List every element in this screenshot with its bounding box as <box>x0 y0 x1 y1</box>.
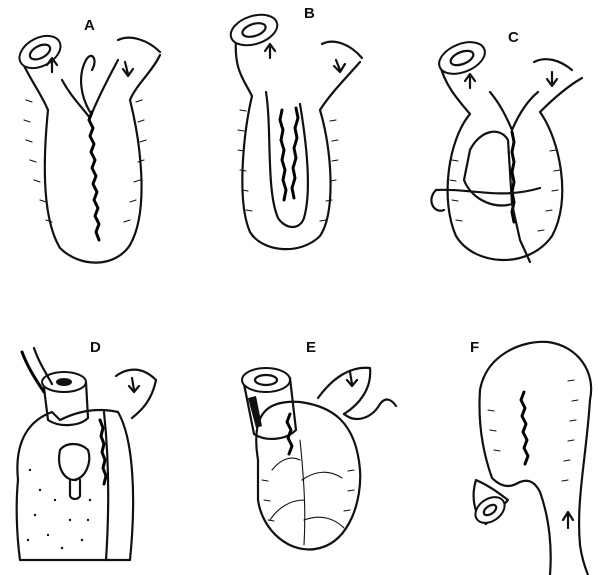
arrow-icon <box>347 372 357 386</box>
valve-nipple-tip <box>70 480 80 499</box>
panel-label-c: C <box>508 29 519 46</box>
distal-limb-top <box>534 59 572 70</box>
suture-needle-icon <box>431 190 444 211</box>
suture-line-icon <box>292 108 298 198</box>
completed-pouch-outline <box>480 342 591 575</box>
valve-nipple <box>59 444 89 480</box>
bowel-limb-outline <box>318 368 370 414</box>
panel-label-e: E <box>306 339 316 356</box>
serosa-hatching <box>488 380 578 481</box>
reservoir-pouch-outline <box>17 410 133 560</box>
bowel-loop-outline <box>440 64 582 260</box>
suture-line-icon <box>89 112 99 240</box>
drain-tube <box>22 352 44 392</box>
lumen-left-icon <box>242 368 290 392</box>
serosa-hatching <box>24 100 146 222</box>
completed-pouch-inner <box>480 390 551 575</box>
suture-thread <box>512 204 530 262</box>
arrow-icon <box>547 72 557 86</box>
distal-limb-top <box>322 42 362 58</box>
arrow-icon <box>265 44 275 58</box>
lumen-left-inner <box>56 378 72 386</box>
pouch-vessels <box>270 440 344 545</box>
suture-thread <box>436 188 540 193</box>
serosa-hatching <box>238 110 338 221</box>
arrow-icon <box>129 378 139 392</box>
bowel-limb-outline <box>116 370 156 418</box>
panel-c: C <box>431 29 582 262</box>
suture-line-icon <box>521 392 528 464</box>
bowel-loop-outline <box>21 52 160 263</box>
suture-needle-icon <box>81 56 94 112</box>
panel-label-a: A <box>84 17 95 34</box>
suture-line-icon <box>280 110 286 200</box>
arrow-icon <box>123 62 133 76</box>
pouch-midline <box>104 412 108 560</box>
pouch-texture <box>27 469 91 549</box>
bowel-loop-inner-edge <box>490 92 538 130</box>
bowel-loop-inner-edge <box>62 60 118 118</box>
panel-label-d: D <box>90 339 101 356</box>
arrow-icon <box>563 512 573 528</box>
distal-limb-top <box>118 38 160 52</box>
panel-a: A <box>14 17 160 263</box>
bowel-loop-inner-edge <box>266 92 308 227</box>
panel-b: B <box>227 5 362 249</box>
lumen-left-icon <box>14 29 66 74</box>
arrow-icon <box>334 60 345 72</box>
panel-e: E <box>242 339 396 549</box>
panel-d: D <box>17 339 156 560</box>
panel-f: F <box>470 339 591 575</box>
panel-label-b: B <box>304 5 315 22</box>
panel-label-f: F <box>470 339 479 356</box>
arrow-icon <box>465 74 475 88</box>
